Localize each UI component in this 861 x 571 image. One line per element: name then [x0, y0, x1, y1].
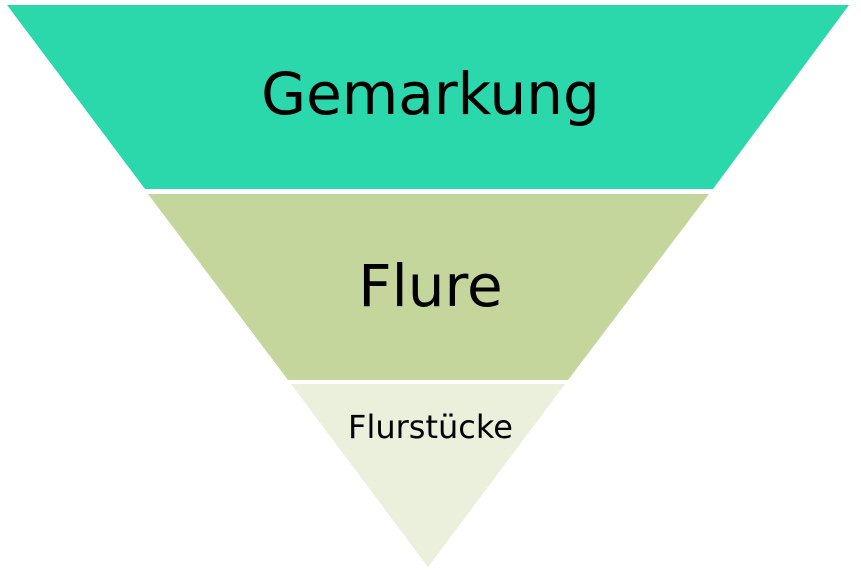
level-label-flurstuecke: Flurstücke: [348, 408, 513, 446]
level-label-flure: Flure: [358, 252, 503, 320]
level-shape-flure: [148, 194, 709, 380]
level-shape-gemarkung: [7, 5, 849, 189]
level-label-gemarkung: Gemarkung: [261, 60, 600, 128]
level-shape-flurstuecke: [291, 384, 565, 567]
